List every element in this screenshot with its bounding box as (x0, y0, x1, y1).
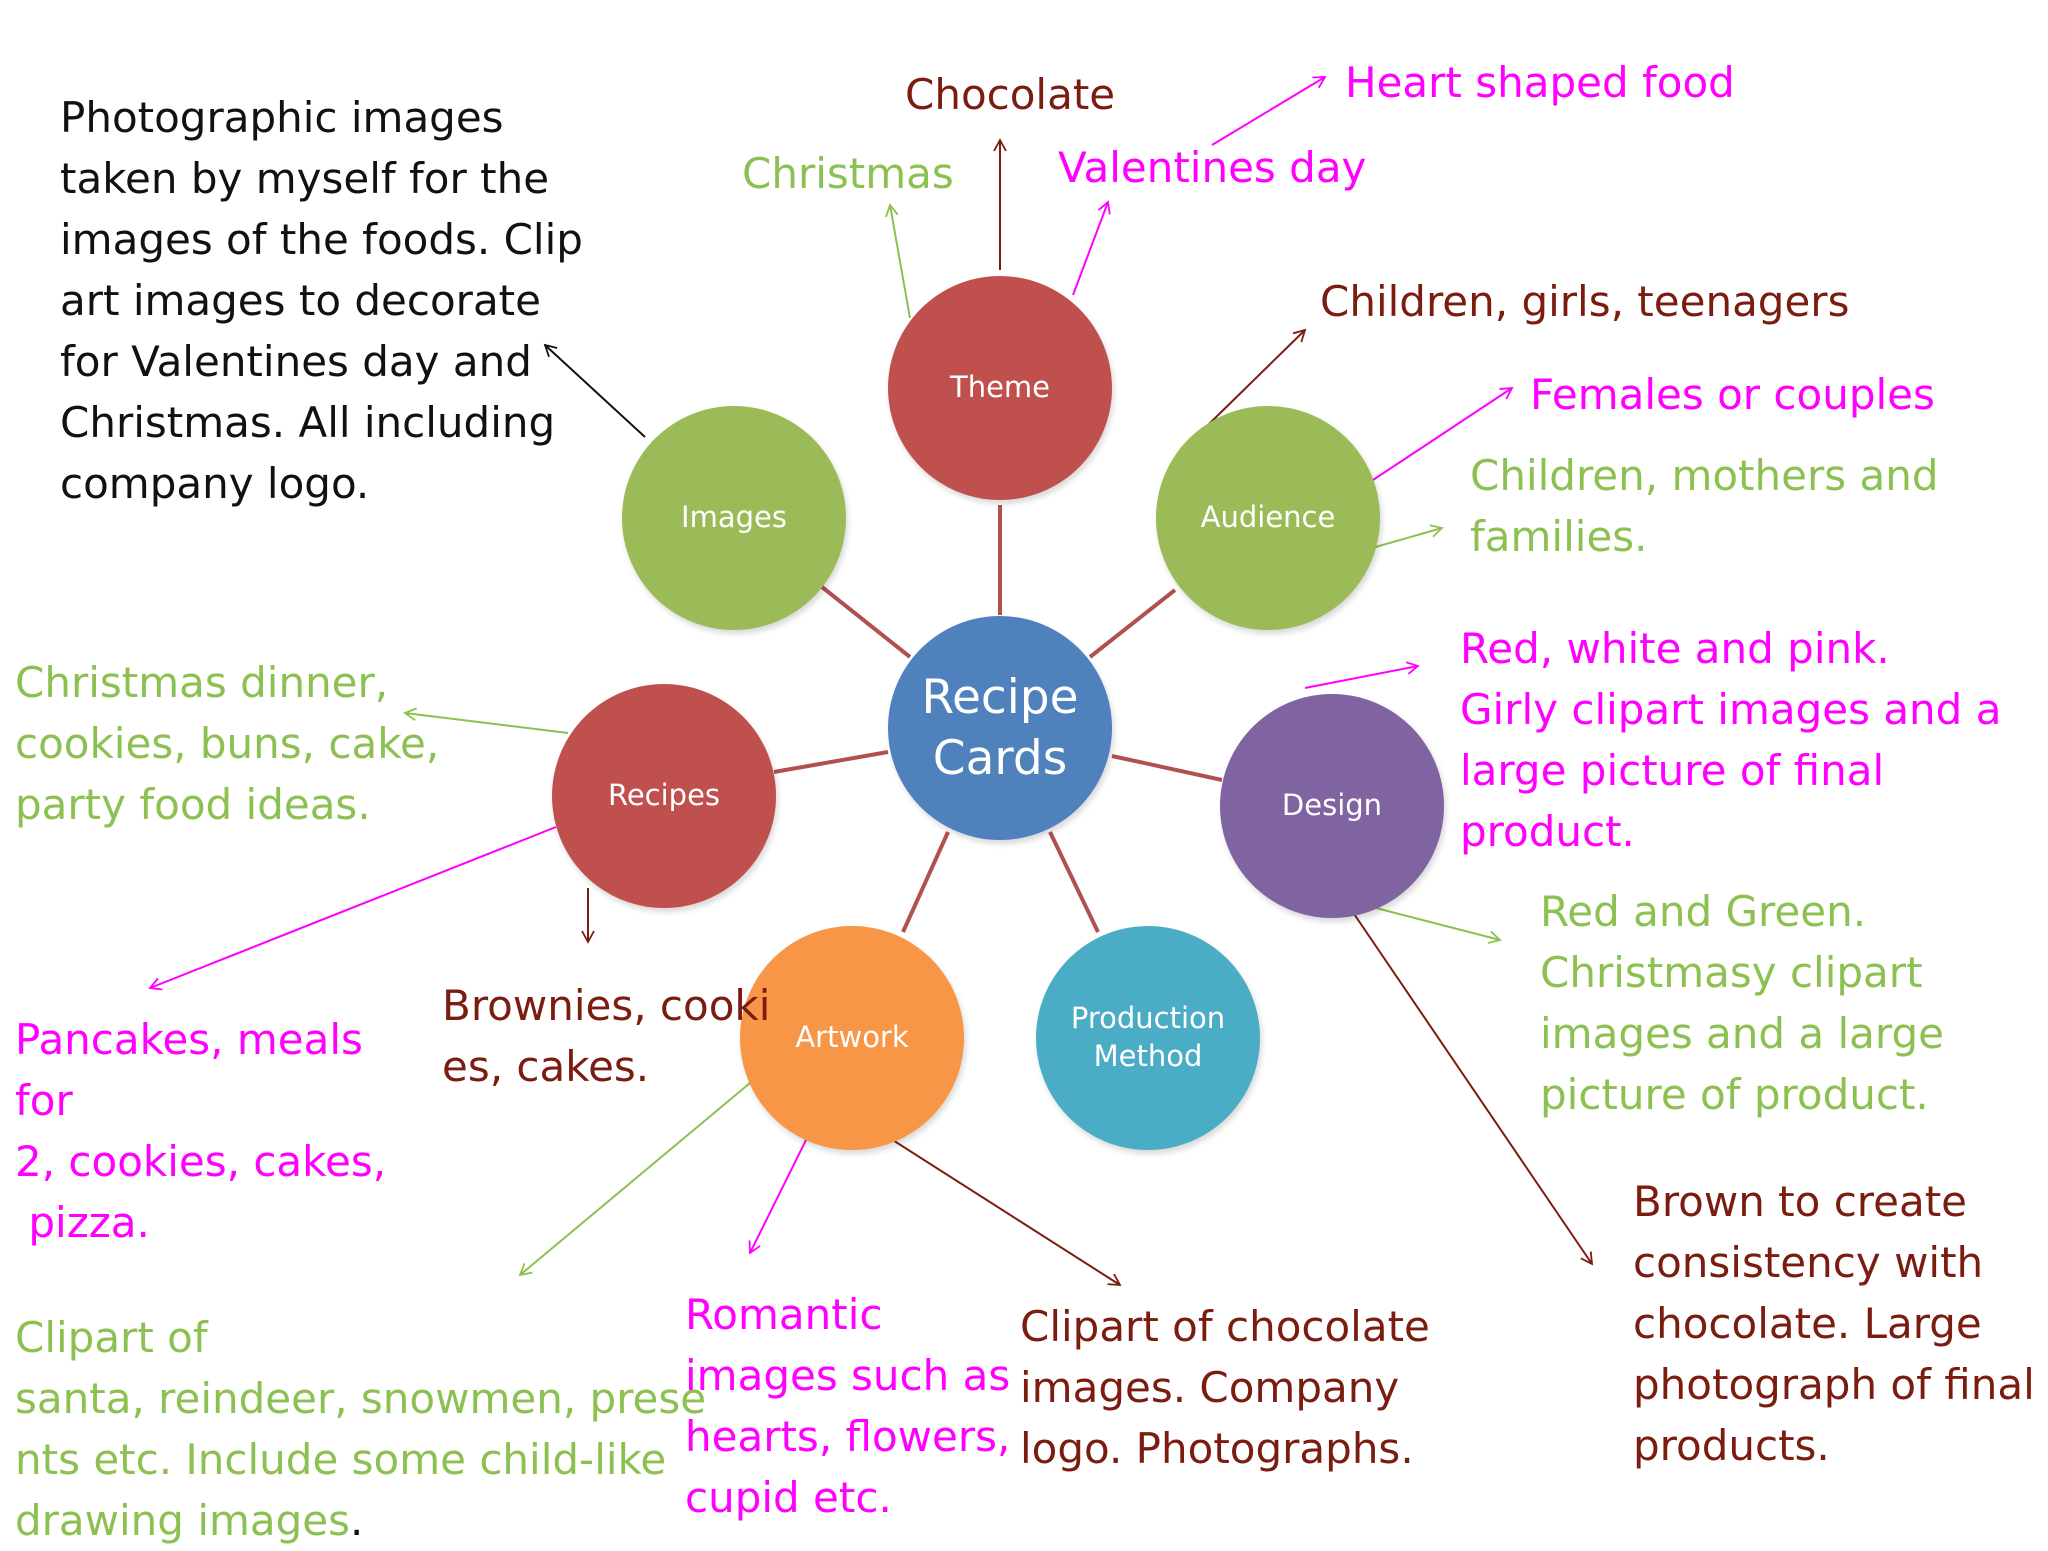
recipes-chocolate-text: Brownies, cooki es, cakes. (442, 981, 771, 1091)
node-theme: Theme (888, 276, 1112, 500)
arrow-theme-christmas (885, 203, 911, 319)
node-design-label: Design (1281, 788, 1383, 823)
arrow-design-christmas (1375, 907, 1502, 944)
node-production-method: Production Method (1036, 926, 1260, 1150)
center-node-recipe-cards: Recipe Cards (888, 616, 1112, 840)
recipes-valentines-text: Pancakes, meals for 2, cookies, cakes, p… (15, 1015, 387, 1247)
node-production-label: Production Method (1070, 1001, 1226, 1073)
design-valentines-text: Red, white and pink. Girly clipart image… (1460, 624, 2002, 856)
theme-valentines-text: Valentines day (1058, 143, 1367, 192)
artwork-valentines-text: Romantic images such as hearts, flowers,… (685, 1290, 1011, 1522)
node-recipes: Recipes (552, 684, 776, 908)
node-recipes-label: Recipes (607, 778, 721, 813)
connector-production (1048, 831, 1100, 933)
arrow-heart-shaped-food (1211, 76, 1327, 146)
recipes-christmas-text: Christmas dinner, cookies, buns, cake, p… (15, 658, 440, 829)
arrow-images-note (543, 343, 646, 438)
node-artwork-label: Artwork (795, 1020, 909, 1055)
heart-shaped-food-text: Heart shaped food (1345, 58, 1735, 107)
theme-chocolate-text: Chocolate (905, 70, 1116, 119)
node-images: Images (622, 406, 846, 630)
node-theme-label: Theme (949, 370, 1051, 405)
node-audience-label: Audience (1200, 500, 1336, 535)
arrow-audience-children-girls (1207, 328, 1307, 426)
design-chocolate-text: Brown to create consistency with chocola… (1633, 1177, 2035, 1470)
node-artwork: Artwork (740, 926, 964, 1150)
theme-christmas-text: Christmas (742, 149, 954, 198)
arrow-design-chocolate (1349, 907, 1594, 1266)
audience-children-mothers-text: Children, mothers and families. (1470, 451, 1939, 561)
arrow-artwork-chocolate (887, 1136, 1122, 1287)
connector-artwork (901, 831, 950, 933)
arrow-recipes-valentines (148, 826, 557, 991)
connector-images (820, 585, 912, 659)
artwork-christmas-text: Clipart of santa, reindeer, snowmen, pre… (15, 1307, 706, 1551)
arrow-recipes-christmas (403, 707, 569, 734)
audience-females-text: Females or couples (1530, 370, 1935, 419)
node-audience: Audience (1156, 406, 1380, 630)
images-note-text: Photographic images taken by myself for … (60, 93, 583, 508)
arrow-audience-children-mothers (1371, 524, 1444, 549)
arrow-artwork-christmas (518, 1082, 751, 1277)
node-images-label: Images (681, 500, 787, 535)
connector-recipes (773, 750, 889, 774)
connector-audience (1088, 588, 1177, 659)
connector-design (1111, 754, 1223, 782)
node-design: Design (1220, 694, 1444, 918)
center-node-label: Recipe Cards (921, 669, 1079, 786)
hub-connectors (773, 505, 1223, 933)
arrow-audience-females (1369, 386, 1514, 483)
artwork-christmas-period: . (350, 1496, 364, 1545)
arrow-design-valentines (1304, 661, 1420, 689)
artwork-christmas-body: Clipart of santa, reindeer, snowmen, pre… (15, 1313, 707, 1545)
design-christmas-text: Red and Green. Christmasy clipart images… (1540, 887, 1944, 1119)
audience-children-girls-text: Children, girls, teenagers (1320, 277, 1850, 326)
arrow-theme-valentines (1072, 200, 1111, 296)
artwork-chocolate-text: Clipart of chocolate images. Company log… (1020, 1302, 1430, 1473)
arrow-artwork-valentines (748, 1139, 807, 1255)
